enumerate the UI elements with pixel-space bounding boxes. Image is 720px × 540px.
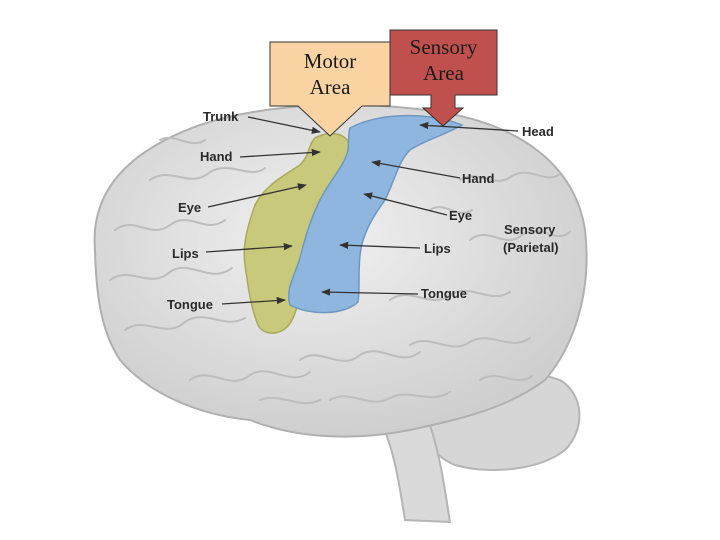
gyri-texture: [109, 137, 571, 405]
motor-label-lips: Lips: [172, 246, 199, 261]
motor-label-tongue: Tongue: [167, 297, 213, 312]
lobe-label-line1: Sensory: [504, 222, 556, 237]
motor-label-trunk: Trunk: [203, 109, 239, 124]
sensory-label-hand: Hand: [462, 171, 495, 186]
sensory-callout-arrow: [389, 29, 498, 127]
motor-area-callout: Motor Area: [270, 48, 390, 100]
sensory-area-line1: Sensory: [409, 35, 478, 59]
motor-area-line2: Area: [309, 75, 351, 99]
lobe-label-line2: (Parietal): [503, 240, 559, 255]
sensory-strip: [288, 114, 464, 314]
motor-label-eye: Eye: [178, 200, 201, 215]
sensory-pointers: [321, 121, 519, 296]
motor-label-hand: Hand: [200, 149, 233, 164]
sensory-label-head: Head: [522, 124, 554, 139]
brain-stem: [378, 418, 452, 524]
sensory-area-line2: Area: [423, 61, 464, 85]
sensory-label-lips: Lips: [424, 241, 451, 256]
sensory-area-callout: Sensory Area: [390, 34, 497, 86]
motor-pointers: [205, 116, 321, 305]
sensory-label-eye: Eye: [449, 208, 472, 223]
motor-area-line1: Motor: [303, 49, 357, 73]
sensory-label-tongue: Tongue: [421, 286, 467, 301]
